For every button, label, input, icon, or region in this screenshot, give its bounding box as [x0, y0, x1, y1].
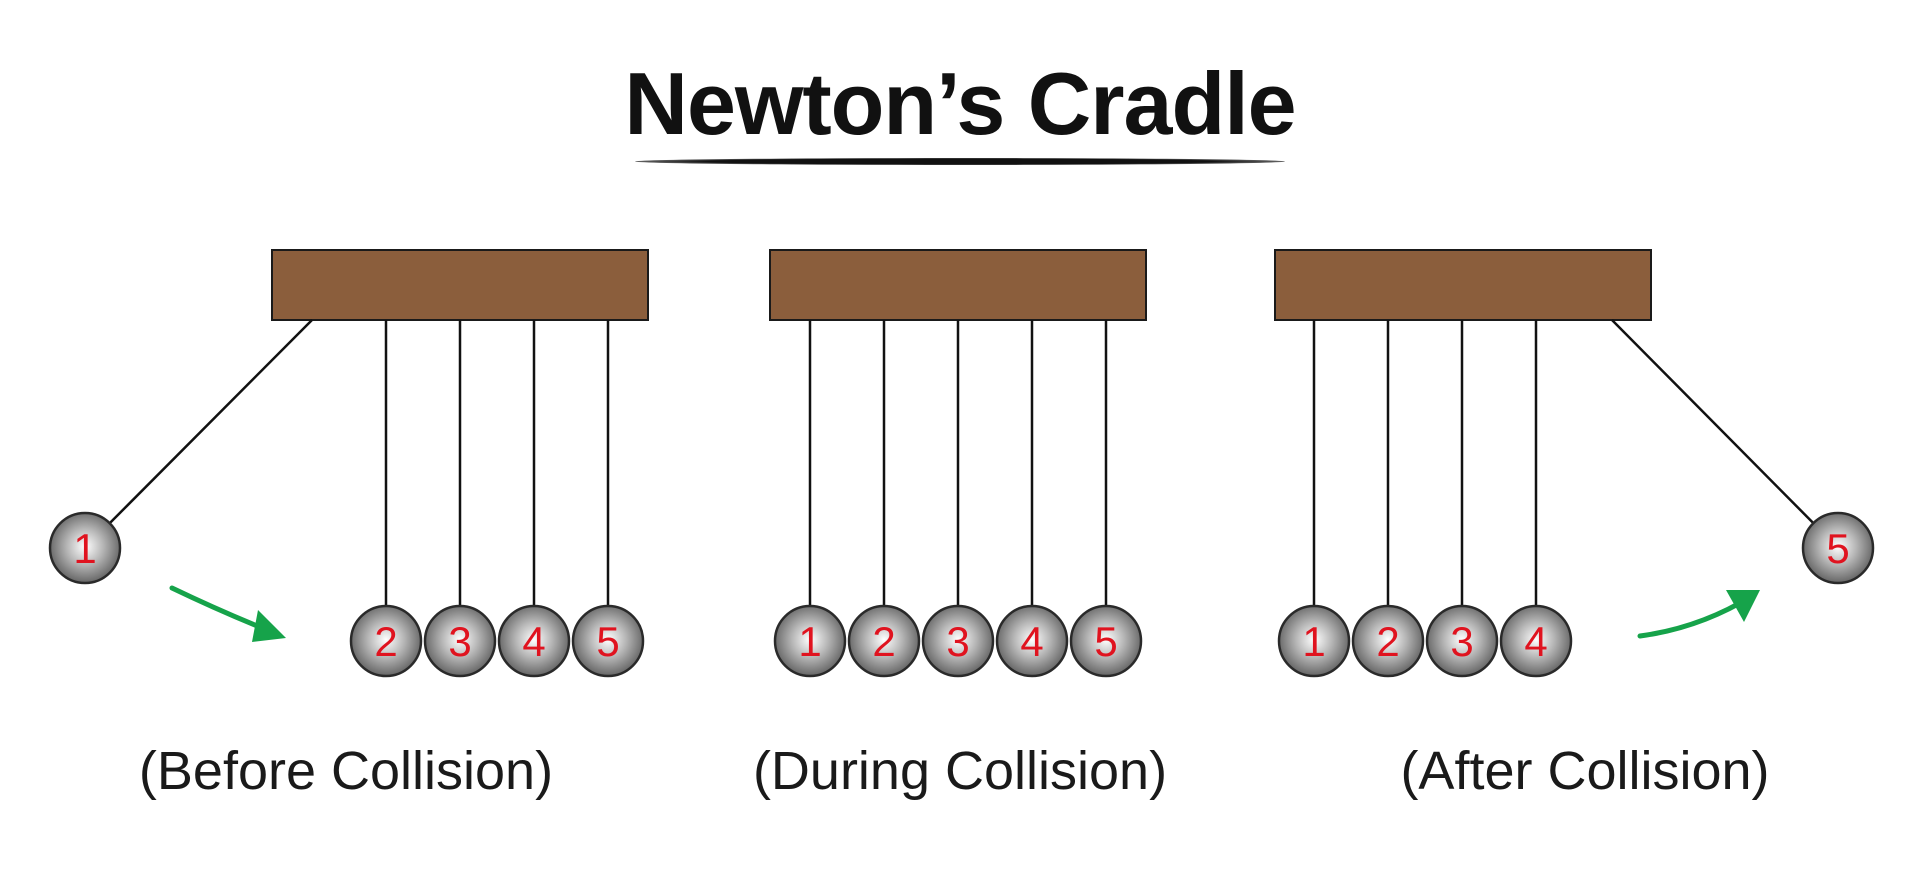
pendulum-ball	[1499, 604, 1573, 678]
pendulum-ball	[1425, 604, 1499, 678]
ball-number-label: 1	[1302, 618, 1325, 665]
caption-during-collision: (During Collision)	[752, 741, 1168, 801]
pendulum-ball	[571, 604, 645, 678]
ball-number-label: 4	[1524, 618, 1547, 665]
pendulum-string	[84, 319, 313, 549]
pendulum-ball	[349, 604, 423, 678]
ball-number-label: 5	[1094, 618, 1117, 665]
pendulum-ball	[921, 604, 995, 678]
ball-number-label: 2	[1376, 618, 1399, 665]
pendulum-ball	[1277, 604, 1351, 678]
ball-number-label: 5	[596, 618, 619, 665]
green-arrow-right-head	[252, 610, 286, 642]
pendulum-string	[1611, 319, 1839, 549]
pendulum-ball	[773, 604, 847, 678]
cradle-frame	[1274, 249, 1652, 321]
ball-number-label: 2	[872, 618, 895, 665]
ball-number-label: 1	[798, 618, 821, 665]
pendulum-ball	[1069, 604, 1143, 678]
cradle-frame	[769, 249, 1147, 321]
pendulum-ball	[1801, 511, 1875, 585]
pendulum-ball	[497, 604, 571, 678]
ball-number-label: 2	[374, 618, 397, 665]
caption-before-collision: (Before Collision)	[138, 741, 554, 801]
pendulum-ball	[48, 511, 122, 585]
pendulum-ball	[1351, 604, 1425, 678]
ball-number-label: 4	[1020, 618, 1043, 665]
pendulum-ball	[423, 604, 497, 678]
ball-number-label: 3	[946, 618, 969, 665]
caption-after-collision: (After Collision)	[1400, 741, 1770, 801]
ball-number-label: 3	[448, 618, 471, 665]
title-underline	[635, 158, 1285, 165]
page-title: Newton’s Cradle	[624, 54, 1296, 153]
green-arrow-up-right-head	[1726, 590, 1760, 622]
pendulum-ball	[847, 604, 921, 678]
ball-number-label: 3	[1450, 618, 1473, 665]
cradle-frame	[271, 249, 649, 321]
ball-number-label: 4	[522, 618, 545, 665]
ball-number-label: 1	[73, 525, 96, 572]
ball-number-label: 5	[1826, 525, 1849, 572]
pendulum-ball	[995, 604, 1069, 678]
